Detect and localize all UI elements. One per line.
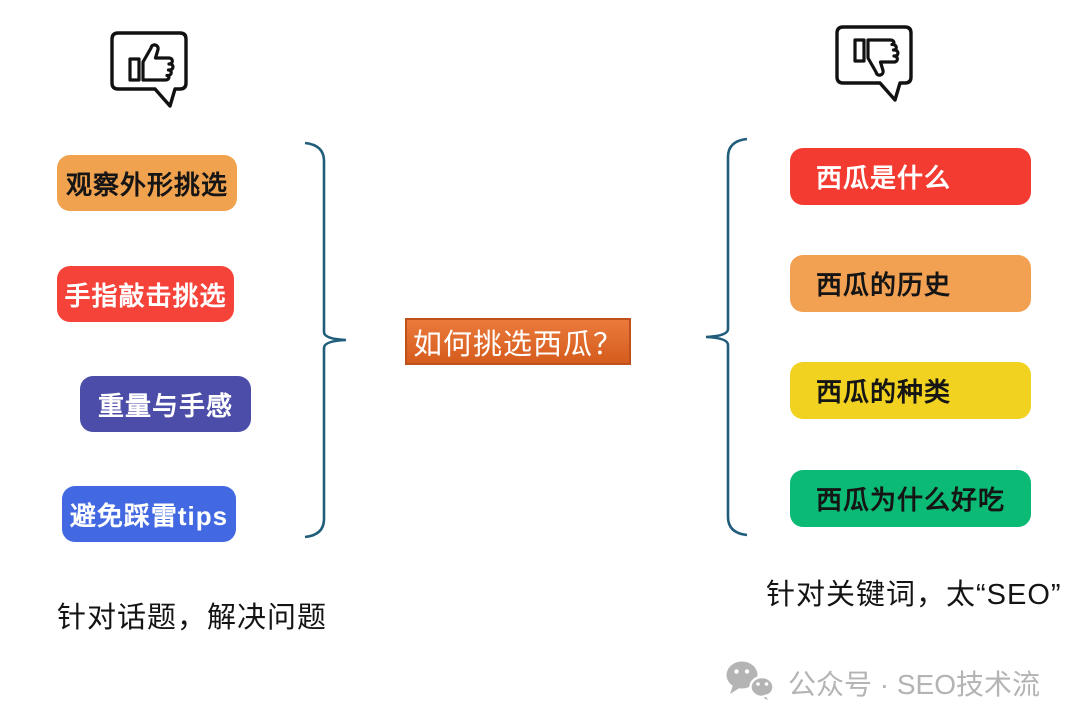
left-brace — [304, 141, 347, 539]
right-item-history: 西瓜的历史 — [790, 255, 1031, 312]
left-caption: 针对话题，解决问题 — [57, 602, 328, 634]
left-item-knock: 手指敲击挑选 — [57, 266, 234, 322]
left-item-weight: 重量与手感 — [80, 376, 251, 432]
thumbs-down-bubble-icon — [835, 25, 913, 102]
right-item-types: 西瓜的种类 — [790, 362, 1031, 419]
right-caption: 针对关键词，太“SEO” — [766, 579, 1062, 611]
thumbs-down-glyph — [853, 38, 900, 77]
left-item-tips: 避免踩雷tips — [62, 486, 236, 542]
watermark-text: 公众号 · SEO技术流 — [788, 669, 1041, 700]
right-item-what-is: 西瓜是什么 — [790, 148, 1031, 205]
right-item-why-tasty: 西瓜为什么好吃 — [790, 470, 1031, 527]
thumbs-up-bubble-icon — [110, 31, 188, 108]
left-item-appearance: 观察外形挑选 — [57, 155, 237, 211]
thumbs-up-glyph — [128, 43, 175, 82]
watermark: 公众号 · SEO技术流 — [722, 658, 1040, 708]
wechat-icon — [726, 661, 775, 706]
right-brace — [705, 137, 748, 537]
center-topic-node: 如何挑选西瓜？ — [405, 318, 631, 365]
